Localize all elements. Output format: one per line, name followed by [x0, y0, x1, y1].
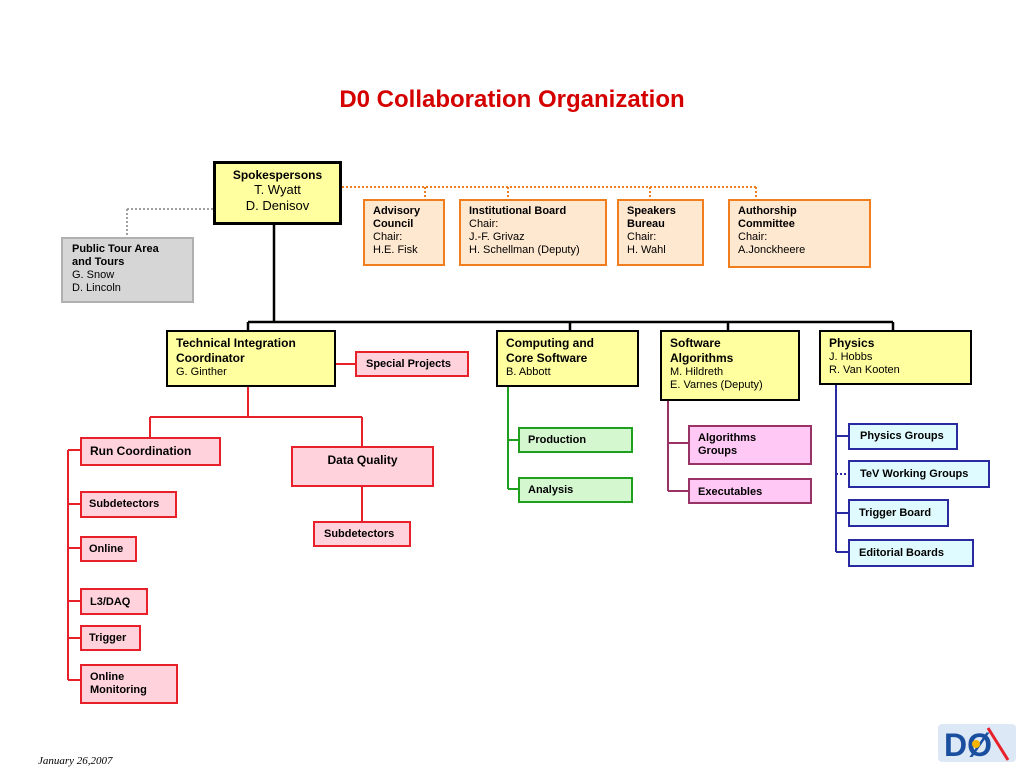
- spokespersons-names: T. Wyatt D. Denisov: [245, 182, 310, 213]
- tev-working-groups-label: TeV Working Groups: [860, 468, 969, 480]
- technical-integration-box[interactable]: Technical Integration Coordinator G. Gin…: [166, 330, 336, 387]
- spokespersons-box[interactable]: Spokespersons T. Wyatt D. Denisov: [213, 161, 342, 225]
- authorship-committee-names: Chair: A.Jonckheere: [738, 231, 806, 256]
- dq-subdetectors-box[interactable]: Subdetectors: [313, 521, 411, 547]
- production-label: Production: [528, 434, 587, 446]
- special-projects-label: Special Projects: [366, 358, 451, 370]
- data-quality-box[interactable]: Data Quality: [291, 446, 434, 487]
- authorship-committee-heading: Authorship Committee: [738, 205, 797, 230]
- spokespersons-heading: Spokespersons: [232, 168, 323, 182]
- tev-working-groups-box[interactable]: TeV Working Groups: [848, 460, 990, 488]
- advisory-council-box[interactable]: Advisory Council Chair: H.E. Fisk: [363, 199, 445, 266]
- run-item-online-monitoring[interactable]: Online Monitoring: [80, 664, 178, 704]
- run-coordination-box[interactable]: Run Coordination: [80, 437, 221, 466]
- speakers-bureau-heading: Speakers Bureau: [627, 205, 676, 230]
- analysis-label: Analysis: [528, 484, 574, 496]
- logo-text: DØ: [944, 727, 992, 763]
- computing-core-software-names: B. Abbott: [506, 366, 551, 378]
- run-coordination-label: Run Coordination: [90, 444, 192, 458]
- run-item-label: Subdetectors: [89, 498, 160, 510]
- public-tour-box[interactable]: Public Tour Area and Tours G. Snow D. Li…: [61, 237, 194, 303]
- institutional-board-box[interactable]: Institutional Board Chair: J.-F. Grivaz …: [459, 199, 607, 266]
- computing-core-software-heading: Computing and Core Software: [506, 336, 594, 365]
- run-item-subdetectors[interactable]: Subdetectors: [80, 491, 177, 518]
- date-footer: January 26,2007: [38, 755, 113, 767]
- run-item-label: L3/DAQ: [90, 596, 131, 608]
- run-item-online[interactable]: Online: [80, 536, 137, 562]
- computing-core-software-box[interactable]: Computing and Core Software B. Abbott: [496, 330, 639, 387]
- advisory-council-names: Chair: H.E. Fisk: [373, 231, 418, 256]
- algorithms-groups-label: Algorithms Groups: [698, 432, 757, 457]
- analysis-box[interactable]: Analysis: [518, 477, 633, 503]
- institutional-board-heading: Institutional Board: [469, 205, 567, 217]
- run-item-label: Online Monitoring: [90, 671, 147, 696]
- physics-box[interactable]: Physics J. Hobbs R. Van Kooten: [819, 330, 972, 385]
- software-algorithms-names: M. Hildreth E. Varnes (Deputy): [670, 366, 763, 391]
- run-item-label: Trigger: [89, 632, 127, 644]
- physics-groups-label: Physics Groups: [860, 430, 944, 442]
- algorithms-groups-box[interactable]: Algorithms Groups: [688, 425, 812, 465]
- dq-subdetectors-label: Subdetectors: [324, 528, 395, 540]
- public-tour-heading: Public Tour Area and Tours: [72, 243, 159, 268]
- authorship-committee-box[interactable]: Authorship Committee Chair: A.Jonckheere: [728, 199, 871, 268]
- speakers-bureau-names: Chair: H. Wahl: [627, 231, 666, 256]
- run-item-label: Online: [89, 543, 124, 555]
- software-algorithms-box[interactable]: Software Algorithms M. Hildreth E. Varne…: [660, 330, 800, 401]
- trigger-board-box[interactable]: Trigger Board: [848, 499, 949, 527]
- editorial-boards-label: Editorial Boards: [859, 547, 944, 559]
- special-projects-box[interactable]: Special Projects: [355, 351, 469, 377]
- speakers-bureau-box[interactable]: Speakers Bureau Chair: H. Wahl: [617, 199, 704, 266]
- run-item-l3-daq[interactable]: L3/DAQ: [80, 588, 148, 615]
- institutional-board-names: Chair: J.-F. Grivaz H. Schellman (Deputy…: [469, 218, 580, 256]
- d0-logo-icon: DØ: [938, 724, 1016, 763]
- production-box[interactable]: Production: [518, 427, 633, 453]
- run-item-trigger[interactable]: Trigger: [80, 625, 141, 651]
- physics-groups-box[interactable]: Physics Groups: [848, 423, 958, 450]
- technical-integration-names: G. Ginther: [176, 366, 227, 378]
- executables-box[interactable]: Executables: [688, 478, 812, 504]
- public-tour-names: G. Snow D. Lincoln: [72, 269, 121, 294]
- trigger-board-label: Trigger Board: [859, 507, 932, 519]
- advisory-council-heading: Advisory Council: [373, 205, 421, 230]
- data-quality-label: Data Quality: [327, 453, 398, 467]
- physics-names: J. Hobbs R. Van Kooten: [829, 351, 900, 376]
- editorial-boards-box[interactable]: Editorial Boards: [848, 539, 974, 567]
- physics-heading: Physics: [829, 336, 875, 350]
- executables-label: Executables: [698, 486, 763, 498]
- page-title: D0 Collaboration Organization: [339, 86, 685, 113]
- software-algorithms-heading: Software Algorithms: [670, 336, 734, 365]
- technical-integration-heading: Technical Integration Coordinator: [176, 336, 296, 365]
